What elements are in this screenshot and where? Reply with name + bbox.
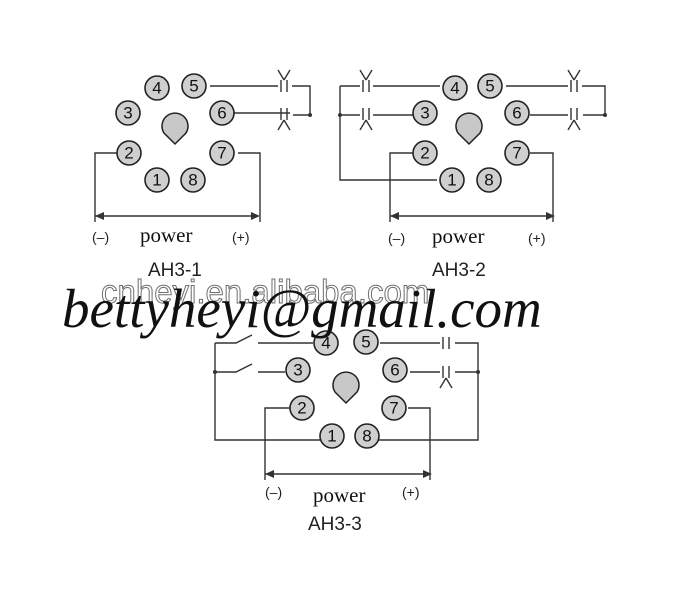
svg-text:5: 5 [189,77,198,96]
arrow-head-left [95,212,104,220]
svg-text:3: 3 [123,104,132,123]
arrow-head-right [251,212,260,220]
pin-7: 7 [504,140,530,166]
socket-key [161,112,189,146]
power-plus-label: (+) [402,484,420,500]
junction-dot [476,370,480,374]
pin-5: 5 [181,73,207,99]
svg-text:7: 7 [389,399,398,418]
pin-6: 6 [382,357,408,383]
pin-5: 5 [477,73,503,99]
junction-dot [338,113,342,117]
pin-4: 4 [144,75,170,101]
wire-right-top [506,85,606,116]
pin-3: 3 [115,100,141,126]
svg-text:2: 2 [124,144,133,163]
svg-text:4: 4 [450,79,459,98]
wire-left-top [215,334,313,344]
svg-text:8: 8 [188,171,197,190]
svg-text:8: 8 [362,427,371,446]
model-label: AH3-3 [308,514,362,535]
svg-text:1: 1 [447,171,456,190]
pin-8: 8 [180,167,206,193]
watermark-site: cnheyi.en.alibaba.com [101,273,429,310]
diagram-ah3-2: 4 5 3 6 2 7 1 8 (–) power (+) AH3-2 [338,69,607,281]
svg-text:5: 5 [485,77,494,96]
power-minus-label: (–) [388,230,405,246]
socket-key [332,371,360,405]
power-minus-label: (–) [265,484,282,500]
pin-4: 4 [442,75,468,101]
switch-contact-symbol [277,69,291,131]
pin-6: 6 [504,100,530,126]
svg-text:7: 7 [217,144,226,163]
power-label: power [140,223,192,247]
diagram-ah3-1: 4 5 3 6 2 7 1 8 (–) power (+) AH3-1 [92,69,312,281]
svg-text:6: 6 [512,104,521,123]
svg-text:5: 5 [361,333,370,352]
svg-text:3: 3 [420,104,429,123]
pin-7: 7 [209,140,235,166]
svg-text:1: 1 [152,171,161,190]
watermark-email: bettyheyi@gmail.com [62,278,542,339]
pin-8: 8 [354,423,380,449]
pin-1: 1 [439,167,465,193]
wire-left-loop [339,86,437,181]
pin-8: 8 [476,167,502,193]
svg-text:3: 3 [293,361,302,380]
pin-1: 1 [319,423,345,449]
wire-no-contact [210,85,311,116]
junction-dot [603,113,607,117]
arrow-head-left [265,470,274,478]
junction-dot [213,370,217,374]
svg-text:7: 7 [512,144,521,163]
arrow-head-right [423,470,432,478]
svg-text:4: 4 [152,79,161,98]
wire-power-plus [238,152,261,222]
svg-text:2: 2 [297,399,306,418]
wire-power-plus [408,407,431,480]
pin-1: 1 [144,167,170,193]
switch-contact-symbol [439,337,453,389]
svg-text:1: 1 [327,427,336,446]
pin-4: 4 [313,330,339,356]
model-label: AH3-1 [148,260,202,281]
pin-3: 3 [285,357,311,383]
svg-text:8: 8 [484,171,493,190]
wire-power-minus [94,152,120,222]
svg-text:2: 2 [420,144,429,163]
socket-key [455,112,483,146]
wire-power-minus [264,407,291,480]
pin-5: 5 [353,329,379,355]
model-label: AH3-2 [432,260,486,281]
junction-dot [308,113,312,117]
diagram-ah3-3: 4 5 3 6 2 7 1 8 (–) power (+) AH3-3 [213,329,480,535]
svg-text:6: 6 [217,104,226,123]
power-minus-label: (–) [92,229,109,245]
arrow-head-right [546,212,555,220]
power-plus-label: (+) [232,229,250,245]
wire-power-plus [530,152,554,222]
pin-2: 2 [289,395,315,421]
pin-3: 3 [412,100,438,126]
pin-7: 7 [381,395,407,421]
wire-power-minus [389,152,413,222]
power-label: power [432,224,484,248]
wire-left-loop [214,343,320,441]
pin-6: 6 [209,100,235,126]
power-label: power [313,483,365,507]
power-plus-label: (+) [528,230,546,246]
pin-2: 2 [116,140,142,166]
pin-2: 2 [412,140,438,166]
wire-right-top [375,342,479,441]
arrow-head-left [390,212,399,220]
svg-text:6: 6 [390,361,399,380]
svg-text:4: 4 [321,334,330,353]
switch-contact-symbol [359,69,581,131]
